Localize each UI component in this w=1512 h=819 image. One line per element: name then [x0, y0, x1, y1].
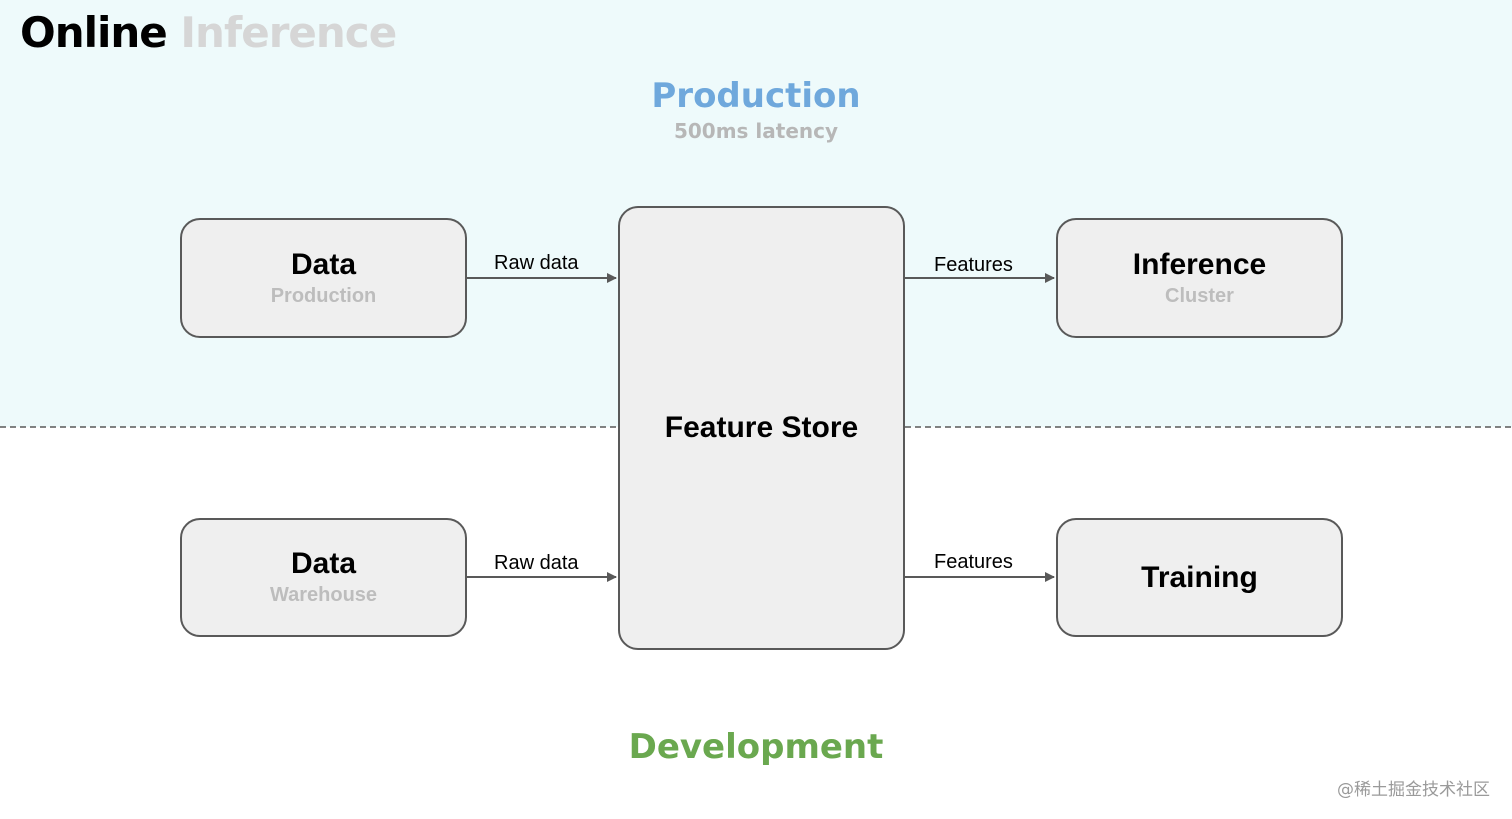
inference-cluster-box-title: Inference — [1132, 247, 1267, 281]
feature-store-box-title: Feature Store — [664, 411, 859, 444]
edge-label-raw-data-top: Raw data — [494, 252, 579, 274]
watermark: @稀土掘金技术社区 — [1337, 780, 1490, 800]
training-box-title: Training — [1141, 560, 1258, 594]
production-zone-subtitle: 500ms latency — [673, 119, 839, 143]
data-production-box-title: Data — [290, 247, 357, 281]
inference-cluster-box-subtitle: Cluster — [1165, 284, 1234, 307]
development-zone-title: Development — [628, 727, 884, 767]
data-warehouse-box-title: Data — [290, 547, 357, 580]
edge-label-features-bottom: Features — [934, 551, 1013, 573]
feature-store-box: Feature Store — [618, 206, 905, 650]
inference-cluster-box: Inference Cluster — [1056, 218, 1343, 338]
edge-label-raw-data-bottom: Raw data — [494, 552, 579, 574]
production-zone-title: Production — [651, 76, 861, 116]
page-title-word-1: Online — [20, 8, 168, 57]
page-title: Online Inference — [20, 8, 397, 57]
training-box: Training — [1056, 518, 1343, 637]
data-production-box: Data Production — [180, 218, 467, 338]
data-warehouse-box-subtitle: Warehouse — [269, 584, 378, 606]
data-production-box-subtitle: Production — [270, 284, 377, 307]
data-warehouse-box: Data Warehouse — [180, 518, 467, 637]
page-title-word-2: Inference — [180, 8, 397, 57]
edge-label-features-top: Features — [934, 254, 1013, 276]
